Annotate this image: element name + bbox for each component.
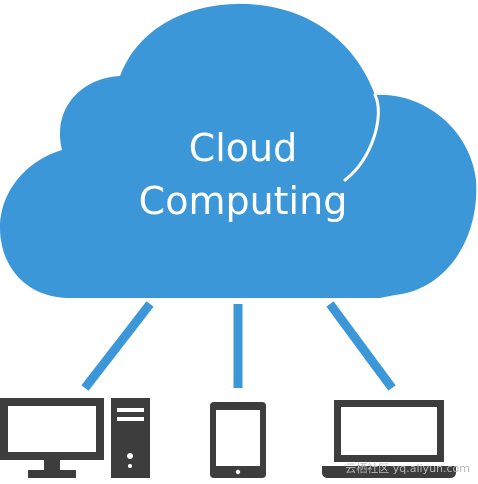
connector-left bbox=[81, 301, 154, 391]
cloud-lobe-divider bbox=[343, 93, 380, 182]
tablet-icon bbox=[210, 402, 266, 478]
cloud-title-line2: Computing bbox=[139, 179, 348, 223]
tower-led bbox=[128, 464, 132, 468]
tower-power-button bbox=[127, 453, 133, 459]
tower-drive-slot bbox=[117, 417, 144, 421]
desktop-computer-icon bbox=[0, 398, 150, 478]
tower-drive-slot bbox=[117, 408, 144, 412]
watermark: 云栖社区 yq.aliyun.com bbox=[345, 461, 470, 475]
connectors bbox=[81, 301, 396, 391]
cloud-title-line1: Cloud bbox=[189, 126, 298, 170]
connector-right bbox=[326, 301, 396, 391]
cloud-shape bbox=[0, 3, 477, 299]
monitor-icon bbox=[0, 398, 104, 460]
laptop-screen bbox=[334, 400, 444, 462]
monitor-stand-neck bbox=[44, 460, 60, 470]
tablet-home-button bbox=[235, 469, 241, 475]
tablet-body bbox=[210, 402, 266, 478]
laptop-icon bbox=[322, 400, 456, 478]
cloud: Cloud Computing bbox=[0, 3, 477, 299]
laptop-base bbox=[322, 466, 456, 478]
monitor-stand-base bbox=[28, 470, 76, 478]
